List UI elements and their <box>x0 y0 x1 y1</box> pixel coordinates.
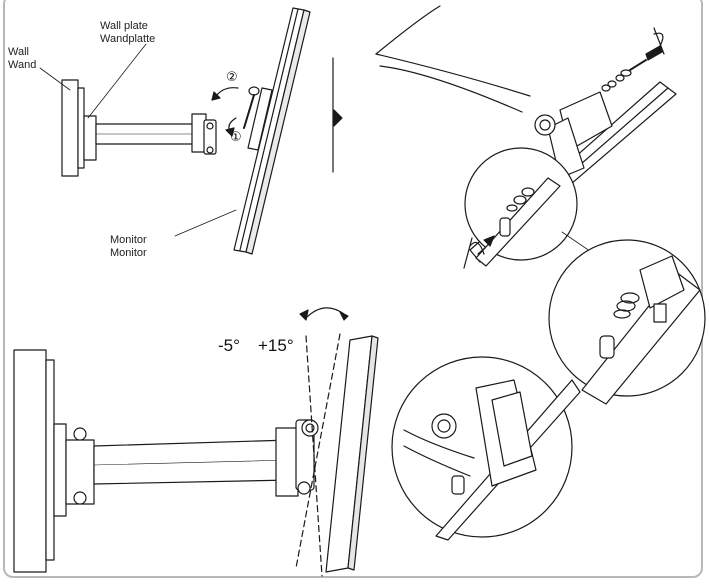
diagram-frame <box>3 0 703 578</box>
step-two-marker: ② <box>226 70 238 85</box>
screw-step-arrows <box>211 86 260 137</box>
wall-plate-label-en: Wall plate <box>100 20 148 32</box>
leader-lines <box>39 43 237 237</box>
tilt-min-label: -5° <box>218 336 240 355</box>
magnifier-circle-top <box>463 147 578 269</box>
monitor-label-en: Monitor <box>110 234 147 246</box>
magnifier-circle-right <box>548 239 706 405</box>
monitor-label: Monitor Monitor <box>110 234 147 260</box>
tilt-max-label: +15° <box>258 336 294 355</box>
large-monitor <box>295 307 379 577</box>
small-wall-mount <box>61 79 217 177</box>
wall-label-en: Wall <box>8 46 29 58</box>
wall-plate-label: Wall plate Wandplatte <box>100 20 155 46</box>
large-wall-mount <box>13 349 319 573</box>
magnifier-circle-bottom <box>391 356 581 541</box>
step-one-marker: ① <box>230 130 242 145</box>
next-arrow <box>333 109 343 127</box>
wall-label-de: Wand <box>8 59 37 71</box>
monitor-label-de: Monitor <box>110 247 147 259</box>
small-monitor <box>233 7 311 255</box>
wall-label: Wall Wand <box>8 46 36 72</box>
wall-plate-label-de: Wandplatte <box>100 33 156 45</box>
